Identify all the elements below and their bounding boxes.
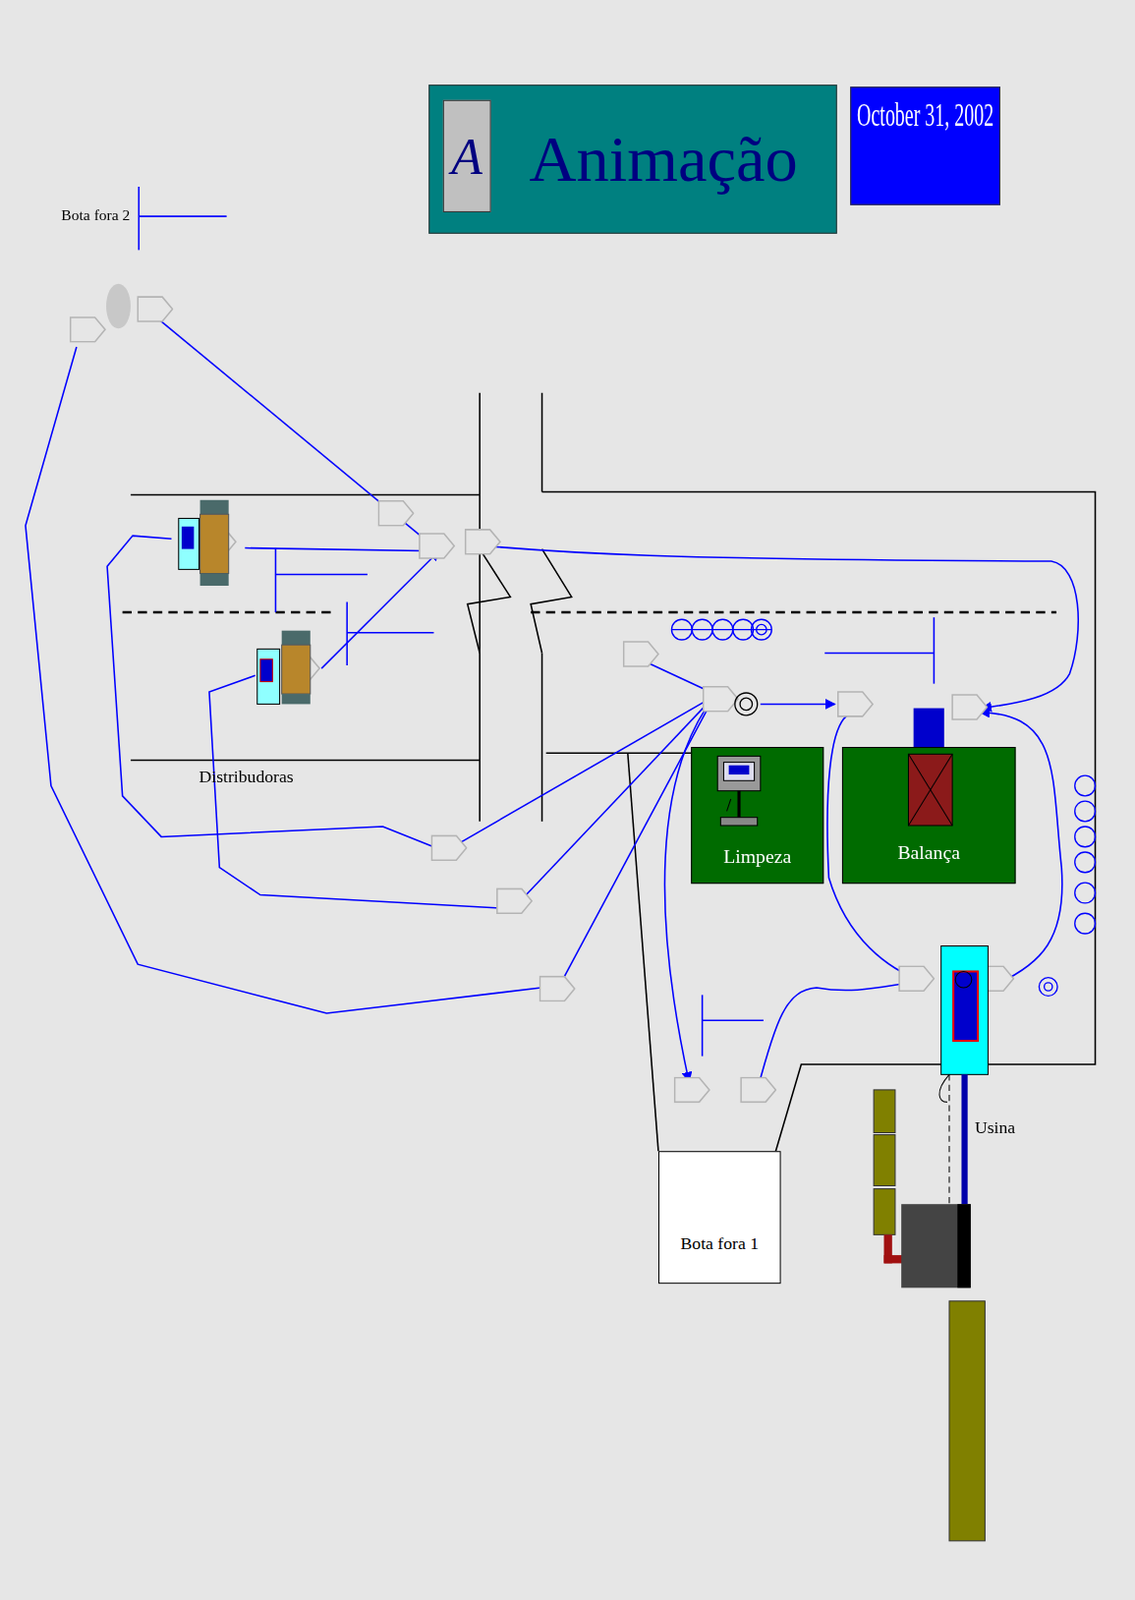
usina-plant bbox=[873, 946, 988, 1541]
node-label: Balança bbox=[897, 842, 961, 865]
node-label: Bota fora 1 bbox=[681, 1233, 759, 1254]
area-label: Distribudoras bbox=[199, 767, 294, 789]
node-label: A bbox=[451, 126, 483, 186]
station-icon bbox=[843, 747, 1018, 885]
dump-box: Bota fora 1 bbox=[658, 1150, 782, 1284]
area-label: Bota fora 2 bbox=[60, 207, 130, 226]
distributor-trucks bbox=[178, 500, 311, 705]
node-label: Animação bbox=[529, 121, 798, 198]
road-lines bbox=[122, 393, 1096, 1151]
node-label: October 31, 2002 bbox=[856, 96, 994, 134]
area-label: Usina bbox=[974, 1117, 1016, 1138]
node-label: Limpeza bbox=[723, 846, 792, 869]
date-box: October 31, 2002 bbox=[850, 86, 1001, 205]
resource-markers bbox=[138, 186, 934, 1057]
scale-block bbox=[913, 708, 945, 747]
title-box: Animação A bbox=[428, 84, 837, 234]
pile-icons bbox=[106, 283, 731, 1186]
process-box: Limpeza bbox=[690, 746, 824, 884]
title-icon: A bbox=[443, 100, 492, 213]
route-lines bbox=[25, 316, 1079, 1090]
station-markers bbox=[70, 296, 1015, 1102]
process-box: Balança bbox=[842, 746, 1017, 884]
queue-circles bbox=[671, 619, 1095, 996]
